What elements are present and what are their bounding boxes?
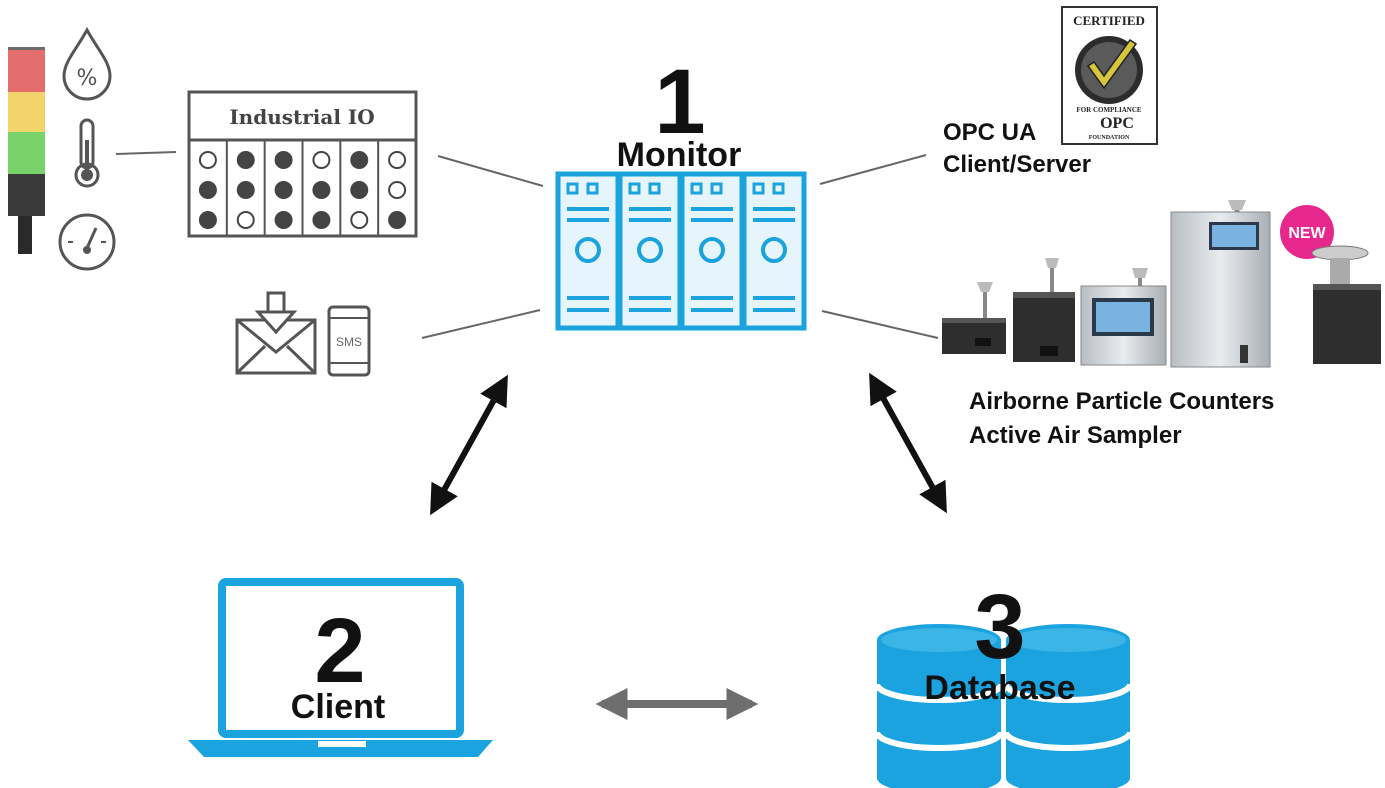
humidity-symbol: % — [77, 66, 98, 91]
sms-label: SMS — [336, 335, 362, 349]
database-icon — [874, 624, 1133, 788]
io-terminal-filled — [388, 211, 407, 229]
server-unit — [617, 171, 683, 331]
io-terminal-empty — [350, 211, 369, 229]
cert-top-text: CERTIFIED — [1073, 13, 1145, 28]
opc-line-2: Client/Server — [943, 151, 1091, 178]
database-number: 3 — [974, 576, 1025, 678]
opc-line-1: OPC UA — [943, 119, 1036, 146]
arrow-monitor-database — [869, 372, 947, 514]
industrial-io-module: Industrial IO — [187, 90, 418, 238]
server-rack-icon — [555, 171, 807, 331]
opc-certified-badge: CERTIFIED FOR COMPLIANCE OPC FOUNDATION — [1061, 6, 1158, 145]
io-terminal-filled — [198, 181, 217, 199]
io-terminal-empty — [388, 181, 407, 199]
particle-counter-1 — [942, 282, 1006, 354]
client-label: Client — [291, 688, 385, 726]
io-terminal-filled — [274, 151, 293, 169]
arrow-monitor-client — [430, 374, 508, 516]
database-stack — [874, 624, 1004, 788]
io-terminal-filled — [236, 181, 255, 199]
new-badge-text: NEW — [1288, 225, 1326, 242]
connector-sensors-io — [115, 151, 177, 155]
io-terminal-empty — [198, 151, 217, 169]
server-unit — [679, 171, 745, 331]
connector-notifications-monitor — [421, 309, 541, 339]
new-badge: NEW — [1280, 205, 1334, 259]
database-stack — [1003, 624, 1133, 788]
laptop-icon — [188, 578, 493, 757]
connector-io-monitor — [437, 155, 544, 187]
cert-middle-text: FOR COMPLIANCE — [1076, 106, 1141, 114]
pressure-gauge-icon — [58, 213, 116, 271]
server-unit — [555, 171, 621, 331]
instruments-line-1: Airborne Particle Counters — [969, 388, 1274, 415]
io-terminal-filled — [350, 151, 369, 169]
monitor-number: 1 — [654, 51, 705, 153]
particle-counter-2 — [1013, 258, 1075, 362]
cert-bottom-text: FOUNDATION — [1089, 135, 1130, 141]
particle-counter-3 — [1080, 268, 1167, 366]
io-terminal-empty — [236, 211, 255, 229]
instruments-line-2: Active Air Sampler — [969, 422, 1182, 449]
monitor-label: Monitor — [617, 136, 742, 174]
particle-counter-new — [1311, 245, 1381, 364]
cert-brand-text: OPC — [1100, 115, 1134, 132]
io-terminal-filled — [312, 211, 331, 229]
sms-phone-icon: SMS — [327, 305, 371, 377]
thermometer-icon — [74, 118, 100, 188]
io-terminal-filled — [350, 181, 369, 199]
active-air-sampler — [1170, 200, 1271, 368]
humidity-icon: % — [62, 26, 112, 101]
email-icon — [235, 291, 317, 375]
io-terminal-filled — [312, 181, 331, 199]
connector-monitor-opc — [819, 154, 927, 185]
stack-light-icon — [8, 47, 45, 254]
client-number: 2 — [314, 600, 365, 702]
server-unit — [741, 171, 807, 331]
database-label: Database — [924, 669, 1075, 707]
connector-monitor-instruments — [821, 310, 939, 339]
particle-counters-illustration: NEW — [942, 200, 1381, 368]
io-terminal-filled — [274, 211, 293, 229]
io-terminal-filled — [198, 211, 217, 229]
io-terminal-empty — [388, 151, 407, 169]
io-terminal-empty — [312, 151, 331, 169]
io-terminal-filled — [236, 151, 255, 169]
io-terminal-filled — [274, 181, 293, 199]
checkmark-icon — [1086, 38, 1138, 90]
industrial-io-title: Industrial IO — [229, 105, 374, 129]
